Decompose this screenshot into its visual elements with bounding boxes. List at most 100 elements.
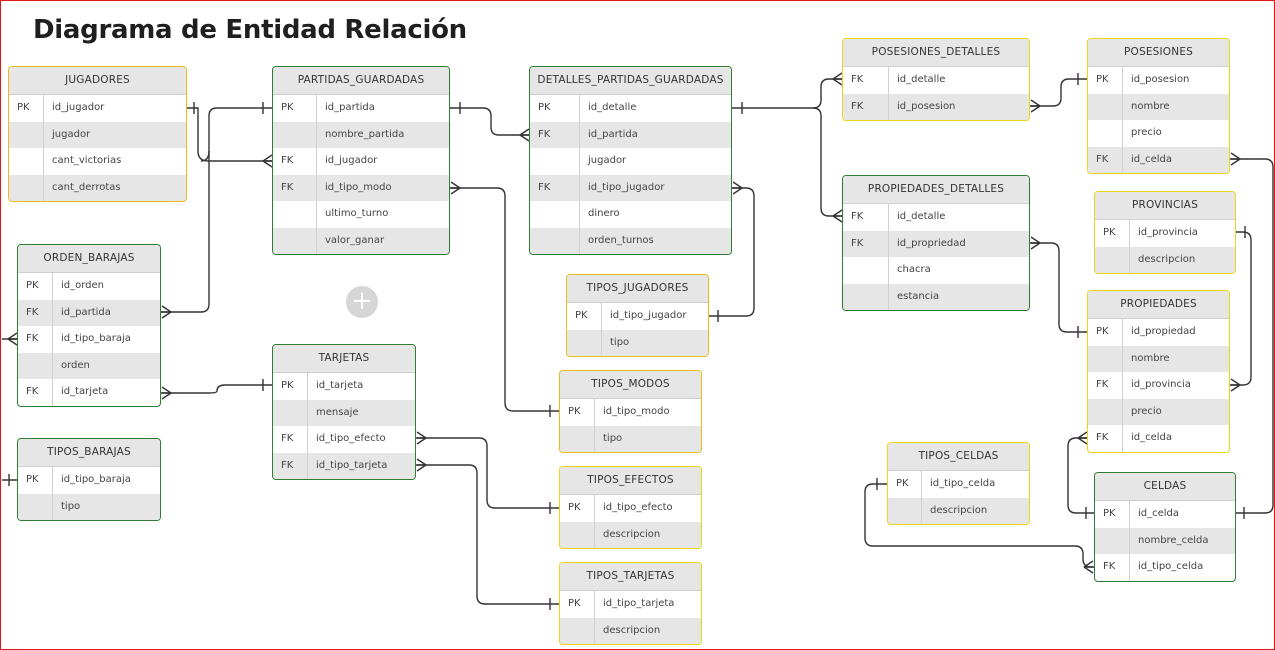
key-type-label xyxy=(273,201,317,228)
key-type-label xyxy=(1088,93,1123,120)
entity-row[interactable]: precio xyxy=(1088,398,1229,425)
entity-header: PARTIDAS_GUARDADAS xyxy=(273,67,449,95)
field-name-label: id_tipo_celda xyxy=(930,478,996,489)
entity-header: TIPOS_BARAJAS xyxy=(18,439,160,467)
field-name-label: id_propiedad xyxy=(1131,326,1196,337)
connector-jugador xyxy=(187,107,273,162)
entity-row[interactable]: nombre_celda xyxy=(1095,527,1235,554)
entity-row[interactable]: tipo xyxy=(18,493,160,520)
entity-row[interactable]: nombre_partida xyxy=(273,121,449,148)
field-name-label: id_tipo_jugador xyxy=(610,310,687,321)
entity-row[interactable]: descripcion xyxy=(1095,246,1235,273)
entity-row[interactable]: PK id_tipo_jugador xyxy=(567,303,708,330)
many-end-marker xyxy=(519,128,530,142)
entity-row[interactable]: estancia xyxy=(843,283,1029,310)
entity-row[interactable]: valor_ganar xyxy=(273,227,449,254)
entity-row[interactable]: ultimo_turno xyxy=(273,201,449,228)
connector-detalle-posesiones xyxy=(732,78,843,109)
field-name-label: id_tarjeta xyxy=(316,380,364,391)
field-name-label: tipo xyxy=(610,336,630,348)
entity-row[interactable]: mensaje xyxy=(273,399,415,426)
entity-row[interactable]: precio xyxy=(1088,120,1229,147)
entity-row[interactable]: cant_victorias xyxy=(9,148,186,175)
entity-row[interactable]: nombre xyxy=(1088,345,1229,372)
entity-row[interactable]: orden_turnos xyxy=(530,227,731,254)
key-type-label: PK xyxy=(1088,67,1123,94)
key-type-label: FK xyxy=(18,326,53,353)
entity-row[interactable]: chacra xyxy=(843,257,1029,284)
entity-row[interactable]: jugador xyxy=(9,121,186,148)
entity-row[interactable]: descripcion xyxy=(888,497,1029,524)
field-name-label: id_posesion xyxy=(1131,74,1190,85)
entity-row[interactable]: tipo xyxy=(560,425,701,452)
field-name-label: id_jugador xyxy=(325,155,378,166)
entity-row[interactable]: jugador xyxy=(530,148,731,175)
entity-header: TIPOS_CELDAS xyxy=(888,443,1029,471)
key-type-label: PK xyxy=(567,303,602,330)
entity-row[interactable]: descripcion xyxy=(560,521,701,548)
entity-row[interactable]: cant_derrotas xyxy=(9,174,186,201)
field-name-label: descripcion xyxy=(930,504,988,516)
many-end-marker xyxy=(262,154,273,168)
key-type-label xyxy=(9,174,44,201)
add-button[interactable]: + xyxy=(346,286,378,318)
entity-row[interactable]: tipo xyxy=(567,329,708,356)
many-end-marker xyxy=(416,458,427,472)
entity-row[interactable]: nombre xyxy=(1088,93,1229,120)
connector-tipo-baraja xyxy=(2,338,18,481)
entity-row[interactable]: orden xyxy=(18,352,160,379)
entity-row[interactable]: dinero xyxy=(530,201,731,228)
field-name-label: id_tipo_celda xyxy=(1138,561,1204,572)
entity-row[interactable]: descripcion xyxy=(560,617,701,644)
entity-row[interactable]: PK id_posesion xyxy=(1088,67,1229,94)
field-name-label: id_detalle xyxy=(588,102,637,113)
